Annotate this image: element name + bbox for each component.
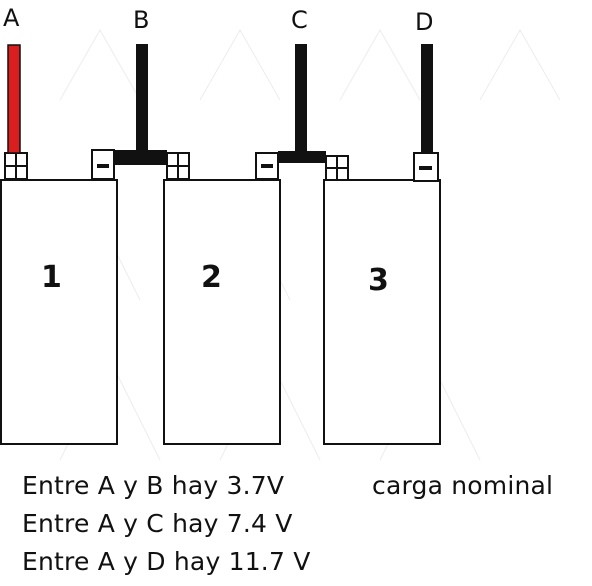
voltage-line-ad: Entre A y D hay 11.7 V — [22, 547, 311, 576]
lead-d — [421, 44, 433, 154]
positive-terminal-3 — [325, 155, 349, 181]
battery-cell-1 — [0, 179, 118, 445]
connector-c — [278, 44, 326, 163]
battery-cell-3 — [323, 179, 441, 445]
terminal-label-a: A — [3, 4, 20, 32]
terminal-label-c: C — [291, 6, 308, 34]
voltage-line-ac: Entre A y C hay 7.4 V — [22, 509, 293, 538]
negative-terminal-3 — [413, 152, 439, 182]
terminal-label-d: D — [415, 8, 434, 36]
terminal-label-b: B — [133, 6, 150, 34]
negative-terminal-2 — [255, 152, 279, 180]
nominal-charge-note: carga nominal — [372, 471, 554, 500]
negative-terminal-1 — [91, 149, 115, 180]
voltage-line-ab: Entre A y B hay 3.7V — [22, 471, 285, 500]
lead-a — [7, 44, 21, 154]
cell-number-2: 2 — [201, 260, 222, 295]
cell-number-3: 3 — [368, 263, 389, 298]
positive-terminal-1 — [4, 152, 28, 180]
connector-b — [114, 44, 167, 165]
battery-cell-2 — [163, 179, 281, 445]
cell-number-1: 1 — [41, 260, 62, 295]
positive-terminal-2 — [166, 152, 190, 180]
